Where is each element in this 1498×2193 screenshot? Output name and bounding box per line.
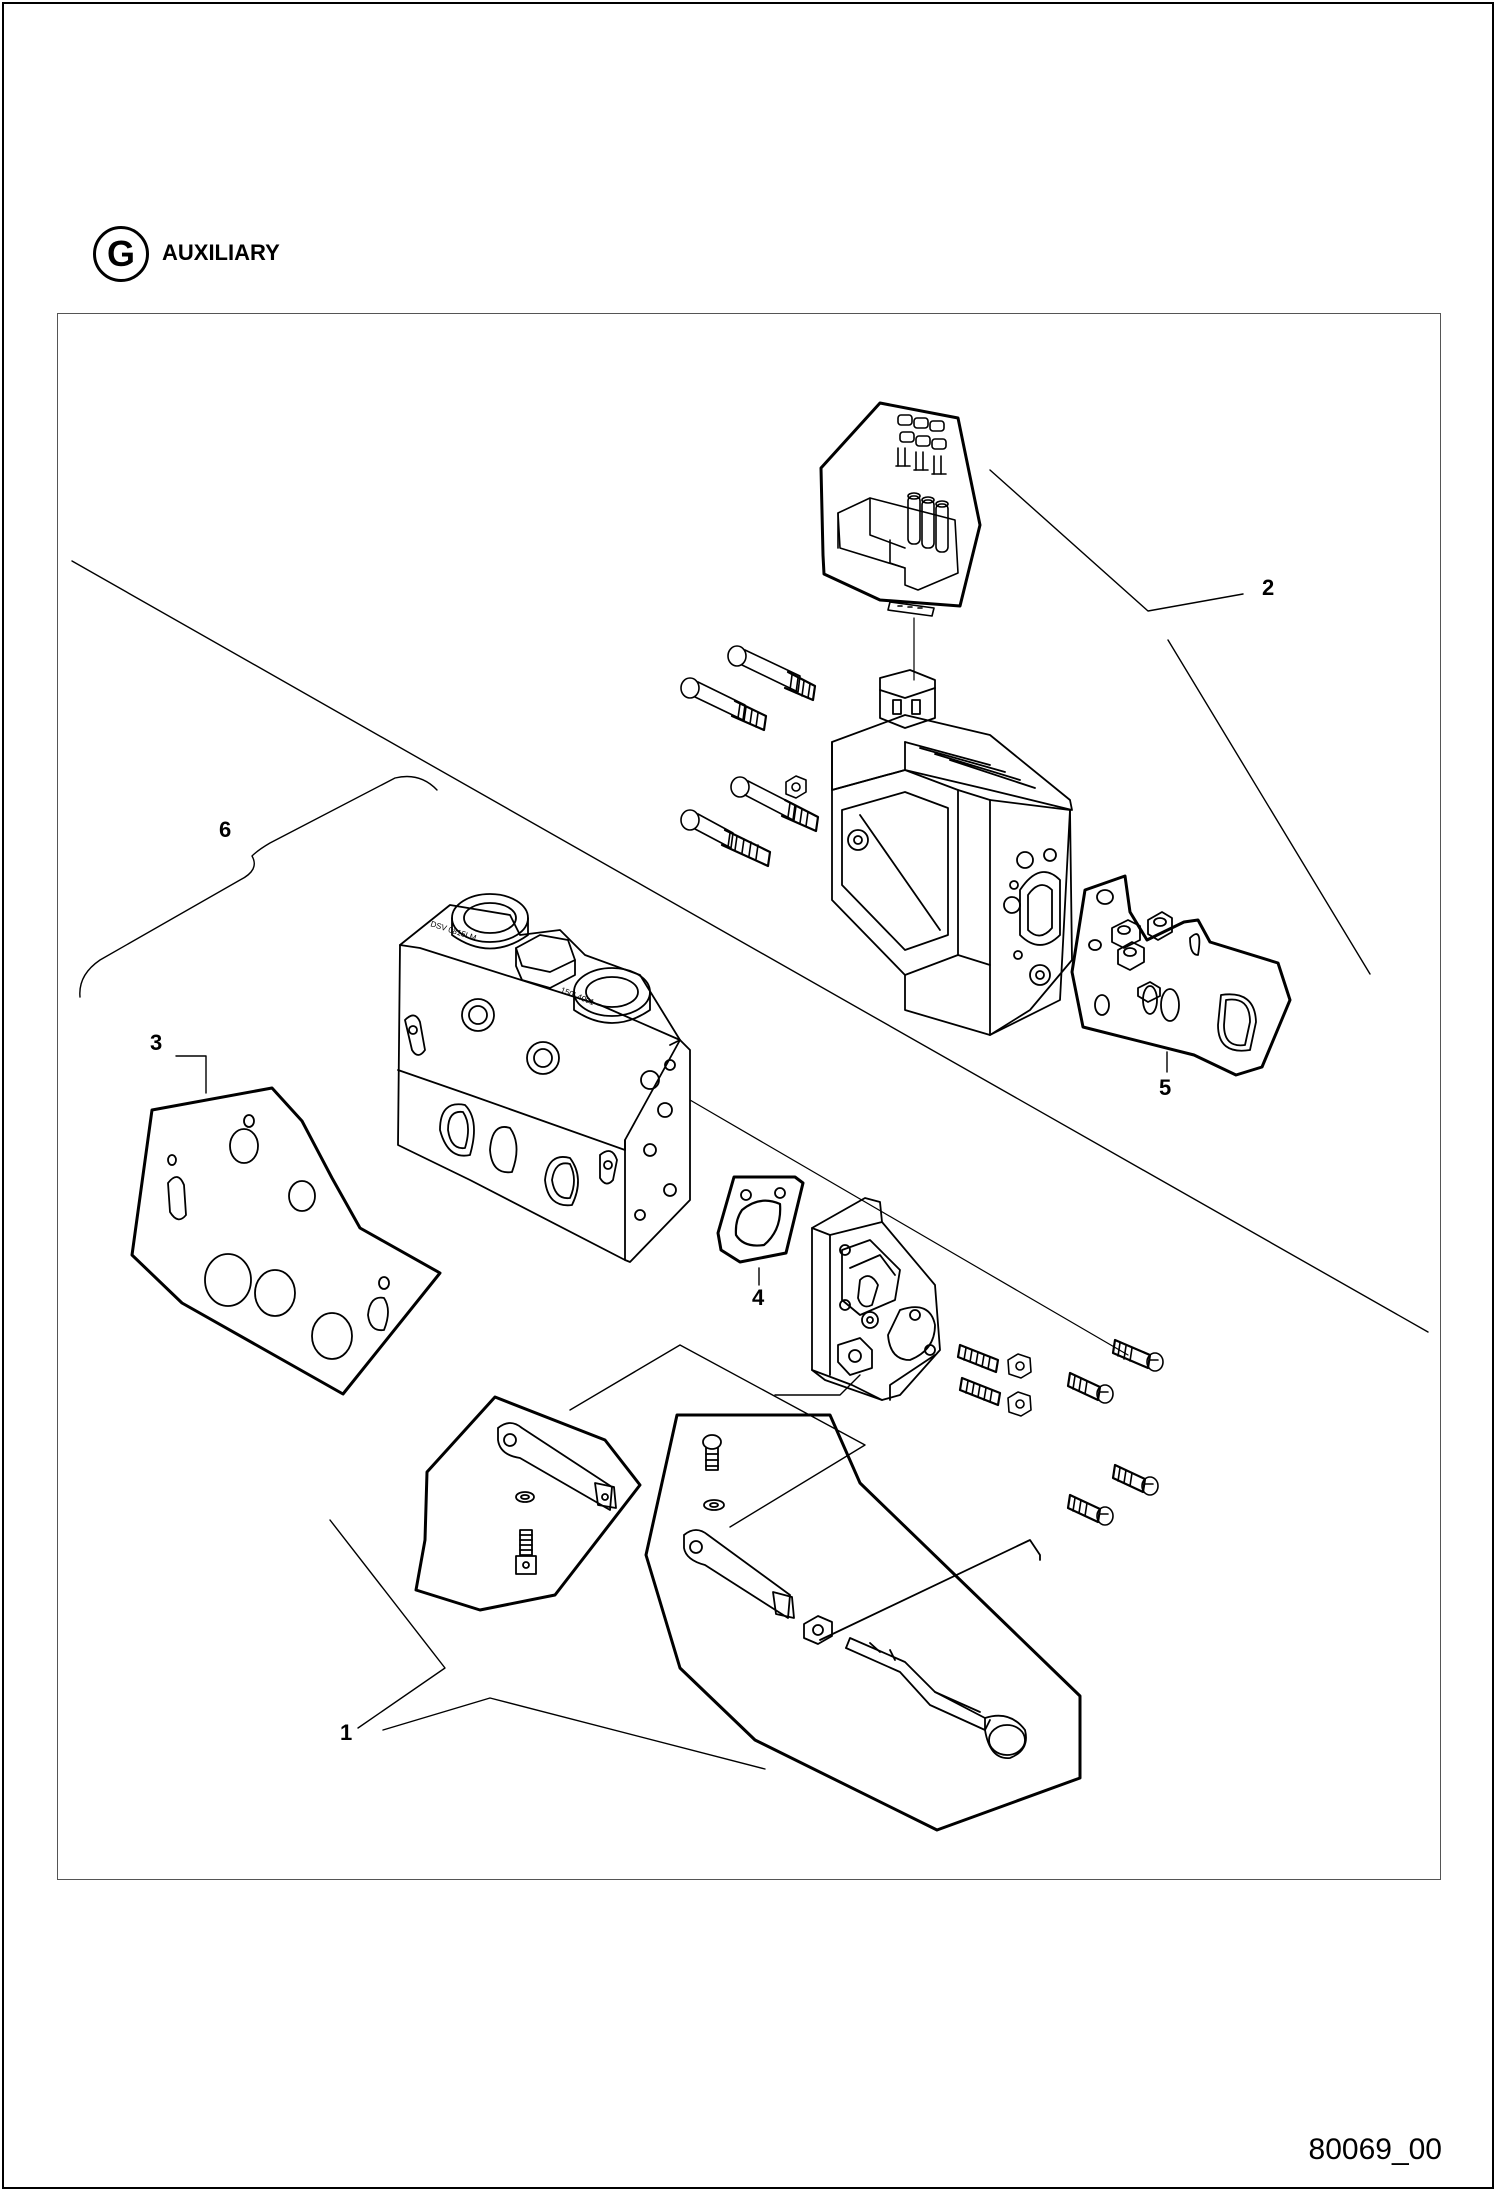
- washer: [785, 775, 807, 799]
- bolt: [680, 809, 772, 868]
- lever-kit-inset-left: [414, 1395, 642, 1612]
- washer-hole: [791, 782, 801, 792]
- section-letter: G: [106, 233, 135, 274]
- section-badge: G: [93, 226, 149, 282]
- callout-label-5: 5: [1159, 1075, 1171, 1100]
- callout-1-leaders: [329, 1344, 866, 1770]
- callout-label-4: 4: [752, 1285, 765, 1310]
- main-valve-section: [397, 893, 691, 1263]
- bolt: [727, 645, 817, 702]
- cap-screw: [1066, 1371, 1114, 1404]
- bolt: [680, 677, 768, 732]
- callout-label-1: 1: [340, 1720, 352, 1745]
- manual-actuator-housing: [811, 1197, 941, 1401]
- gasket-3: [130, 1086, 442, 1396]
- diagram-frame: [57, 313, 1441, 1880]
- actuator-fasteners: [956, 1338, 1164, 1526]
- valve-assembly-axis: [689, 1099, 1129, 1356]
- callout-2-leaders: [989, 469, 1371, 975]
- callout-3-leader: [175, 1055, 207, 1094]
- cap-screw: [1111, 1338, 1164, 1372]
- drawing-number: 80069_00: [1308, 2133, 1442, 2166]
- bolt: [730, 776, 820, 833]
- stud: [958, 1376, 1002, 1407]
- valve-stamp-secondary: 150L4001: [559, 986, 596, 1008]
- solenoid-actuator-block: [831, 669, 1073, 1036]
- connector-seal: [887, 601, 935, 681]
- callout-label-2: 2: [1262, 575, 1274, 600]
- valve-stamps: DSV 0815LM 150L4001: [429, 919, 596, 1007]
- cap-screw: [1066, 1493, 1114, 1526]
- gasket-5: [1070, 874, 1292, 1077]
- callout-label-3: 3: [150, 1030, 162, 1055]
- connector-kit-inset: [819, 401, 982, 608]
- nut: [1007, 1391, 1032, 1417]
- callout-6-brace: [79, 775, 438, 998]
- section-title: AUXILIARY: [162, 240, 280, 265]
- stud: [956, 1343, 1000, 1374]
- nut: [1007, 1353, 1032, 1379]
- callout-label-6: 6: [219, 817, 231, 842]
- cap-screw: [1111, 1463, 1159, 1496]
- lever-kit-inset-right: [644, 1413, 1082, 1832]
- diagonal-axis-line: [71, 560, 1429, 1333]
- gasket-4: [716, 1175, 805, 1264]
- callout-labels: 1 2 3 4 5 6: [150, 575, 1274, 1745]
- actuator-bolts: [680, 645, 820, 868]
